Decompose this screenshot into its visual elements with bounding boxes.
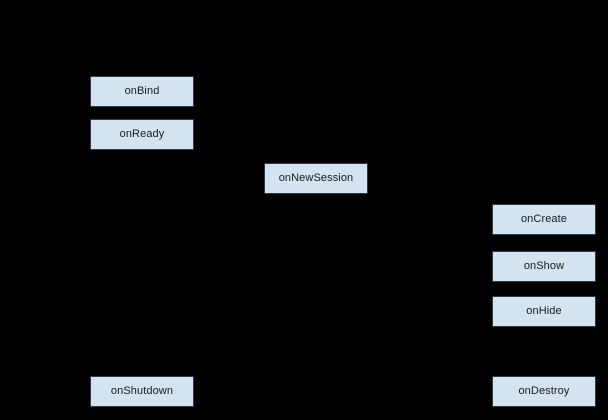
node-on-bind[interactable]: onBind	[90, 76, 194, 107]
node-label: onReady	[119, 128, 165, 140]
node-label: onDestroy	[518, 385, 570, 397]
node-label: onBind	[124, 85, 160, 97]
node-on-destroy[interactable]: onDestroy	[492, 376, 596, 407]
node-label: onHide	[526, 305, 562, 317]
node-label: onCreate	[520, 213, 568, 225]
node-label: onNewSession	[278, 172, 354, 184]
node-on-hide[interactable]: onHide	[492, 296, 596, 327]
node-label: onShow	[523, 260, 565, 272]
node-on-show[interactable]: onShow	[492, 251, 596, 282]
node-on-new-session[interactable]: onNewSession	[264, 163, 368, 194]
node-label: onShutdown	[110, 385, 174, 397]
node-on-shutdown[interactable]: onShutdown	[90, 376, 194, 407]
node-on-create[interactable]: onCreate	[492, 204, 596, 235]
node-on-ready[interactable]: onReady	[90, 119, 194, 150]
